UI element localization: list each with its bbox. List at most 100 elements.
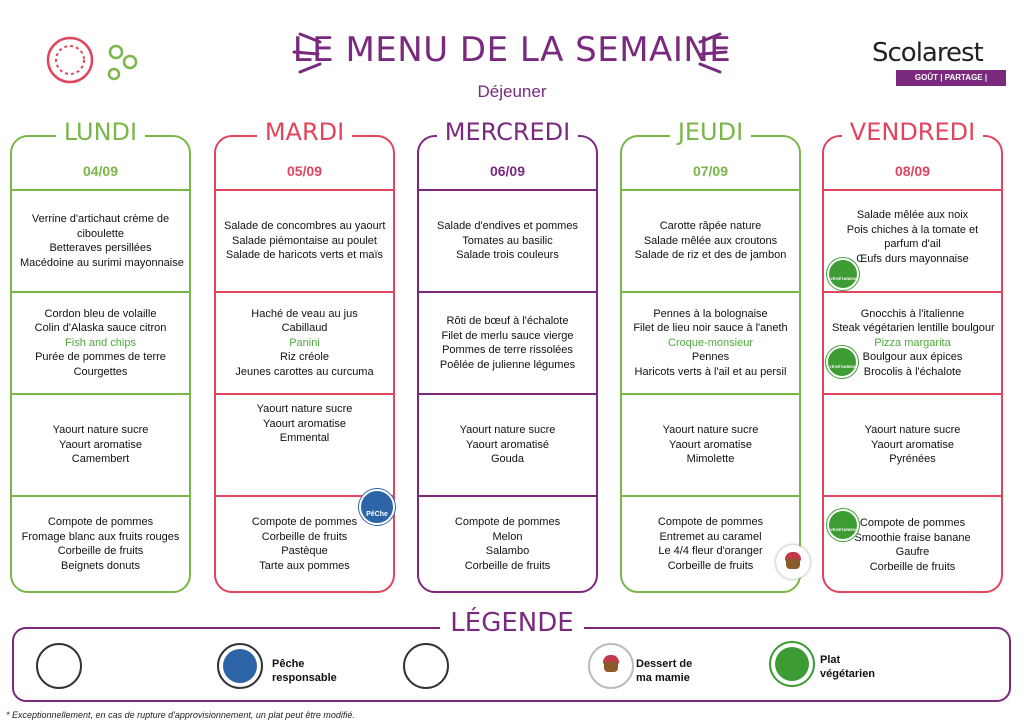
divider xyxy=(622,189,799,191)
divider xyxy=(824,495,1001,497)
day-heading-mercredi: MERCREDI xyxy=(417,118,598,146)
divider xyxy=(419,189,596,191)
menu-item: Corbeille de fruits xyxy=(261,530,348,543)
divider xyxy=(12,495,189,497)
menu-item: Salade mêlée aux croutons xyxy=(643,234,778,247)
menu-item: Brocolis à l'échalote xyxy=(863,365,962,378)
day-column-mardi: 05/09 Salade de concombres au yaourt Sal… xyxy=(214,135,395,593)
divider xyxy=(824,393,1001,395)
menu-section-mains: Rôti de bœuf à l'échalote Filet de merlu… xyxy=(427,293,588,393)
scolarest-logo: Scolarest GOÛT | PARTAGE | PROXIMITÉ xyxy=(868,38,1008,98)
logo-wordmark: Scolarest xyxy=(872,38,984,68)
menu-item: Compote de pommes xyxy=(454,516,561,528)
divider xyxy=(419,291,596,293)
menu-item: Pyrénées xyxy=(889,453,936,466)
menu-item: Macédoine au surimi mayonnaise xyxy=(20,256,184,269)
divider xyxy=(824,189,1001,191)
day-name: MARDI xyxy=(256,118,353,146)
dessert-mamie-badge-icon xyxy=(776,545,810,579)
cupcake-cup-icon xyxy=(786,559,800,569)
divider xyxy=(12,291,189,293)
menu-item: Boulgour aux épices xyxy=(862,351,963,364)
footnote: * Exceptionnellement, en cas de rupture … xyxy=(6,710,355,720)
legend-veg-line2: végétarien xyxy=(820,668,876,680)
day-name: MERCREDI xyxy=(436,118,579,146)
vegetarian-badge-icon: VÉGÉTARIEN xyxy=(827,509,859,541)
menu-item: Betteraves persillées xyxy=(49,242,152,254)
legend-empty-circle xyxy=(403,643,449,689)
menu-item: Salade de haricots verts et maïs xyxy=(225,249,384,262)
menu-item: Yaourt aromatise xyxy=(669,438,752,451)
menu-item: Camembert xyxy=(71,453,130,466)
title-deco-left-icon xyxy=(292,32,322,74)
menu-item: Yaourt nature sucre xyxy=(864,424,961,437)
day-column-mercredi: 06/09 Salade d'endives et pommes Tomates… xyxy=(417,135,598,593)
divider xyxy=(12,189,189,191)
menu-item: Steak végétarien lentille boulgour xyxy=(832,322,995,335)
legend-title: LÉGENDE xyxy=(0,608,1024,638)
menu-item: Yaourt aromatise xyxy=(871,438,954,451)
day-column-vendredi: 08/09 Salade mêlée aux noix Pois chiches… xyxy=(822,135,1003,593)
menu-section-desserts: Compote de pommes Corbeille de fruits Pa… xyxy=(224,497,385,591)
menu-item: Compote de pommes xyxy=(657,516,764,528)
menu-item-highlight: Croque-monsieur xyxy=(668,336,753,349)
vegetarian-badge-icon: VÉGÉTARIEN xyxy=(827,258,859,290)
menu-item: Le 4/4 fleur d'oranger xyxy=(658,545,763,557)
menu-item: Corbeille de fruits xyxy=(57,545,144,557)
day-date: 06/09 xyxy=(489,163,526,179)
divider xyxy=(216,291,393,293)
menu-item: Rôti de bœuf à l'échalote xyxy=(446,315,569,327)
divider xyxy=(622,495,799,497)
day-column-jeudi: 07/09 Carotte râpée nature Salade mêlée … xyxy=(620,135,801,593)
menu-item: ciboulette xyxy=(76,227,125,240)
menu-item: Tomates au basilic xyxy=(462,234,553,247)
menu-item: Haché de veau au jus xyxy=(251,307,358,320)
menu-item: Melon xyxy=(492,530,523,543)
legend-mamie-icon xyxy=(588,643,634,689)
menu-item: Yaourt nature sucre xyxy=(662,424,759,437)
page-subtitle: Déjeuner xyxy=(477,82,547,101)
day-date: 08/09 xyxy=(894,163,931,179)
menu-item: Purée de pommes de terre xyxy=(35,351,166,364)
day-name: VENDREDI xyxy=(841,118,984,146)
menu-item: Salade mêlée aux noix xyxy=(856,209,969,221)
menu-item: Colin d'Alaska sauce citron xyxy=(34,322,167,335)
menu-section-desserts: Compote de pommes Melon Salambo Corbeill… xyxy=(427,497,588,591)
menu-section-dairy: Yaourt nature sucre Yaourt aromatise Pyr… xyxy=(832,395,993,495)
menu-item: Smoothie fraise banane xyxy=(854,531,971,544)
menu-section-desserts: Compote de pommes Fromage blanc aux frui… xyxy=(20,497,181,591)
menu-item: Poêlée de julienne légumes xyxy=(439,358,576,371)
menu-item: Emmental xyxy=(279,432,330,445)
menu-section-desserts: Compote de pommes Smoothie fraise banane… xyxy=(832,503,993,587)
legend-vegetarian-label: Plat végétarien xyxy=(820,653,875,681)
menu-item: Entremet au caramel xyxy=(659,530,762,543)
divider xyxy=(622,291,799,293)
cupcake-cream-icon xyxy=(785,552,801,561)
legend-mamie-line2: ma mamie xyxy=(636,672,690,684)
day-heading-vendredi: VENDREDI xyxy=(822,118,1003,146)
day-column-lundi: 04/09 Verrine d'artichaut crème de cibou… xyxy=(10,135,191,593)
menu-item: Corbeille de fruits xyxy=(464,559,551,572)
menu-item: Yaourt aromatise xyxy=(59,438,142,451)
day-name: JEUDI xyxy=(669,118,752,146)
menu-section-mains: Haché de veau au jus Cabillaud Panini Ri… xyxy=(224,293,385,393)
menu-section-mains: Pennes à la bolognaise Filet de lieu noi… xyxy=(630,293,791,393)
menu-item: Compote de pommes xyxy=(859,517,966,529)
menu-item: Jeunes carottes au curcuma xyxy=(235,365,374,378)
legend-empty-circle xyxy=(36,643,82,689)
menu-item: Cabillaud xyxy=(281,322,328,335)
menu-item-highlight: Panini xyxy=(289,336,320,349)
menu-item: Œufs durs mayonnaise xyxy=(856,252,969,265)
legend-peche-line1: Pêche xyxy=(272,658,305,670)
menu-section-starters: Salade de concombres au yaourt Salade pi… xyxy=(224,191,385,291)
menu-section-desserts: Compote de pommes Entremet au caramel Le… xyxy=(630,497,791,591)
menu-item: Tarte aux pommes xyxy=(259,559,350,572)
menu-item: Riz créole xyxy=(280,351,329,364)
divider xyxy=(824,291,1001,293)
divider xyxy=(216,495,393,497)
menu-item: Yaourt nature sucre xyxy=(459,424,556,437)
menu-item: Fromage blanc aux fruits rouges xyxy=(21,530,180,543)
day-name: LUNDI xyxy=(55,118,146,146)
menu-item: Beignets donuts xyxy=(61,559,140,572)
menu-item: Carotte râpée nature xyxy=(659,220,762,233)
